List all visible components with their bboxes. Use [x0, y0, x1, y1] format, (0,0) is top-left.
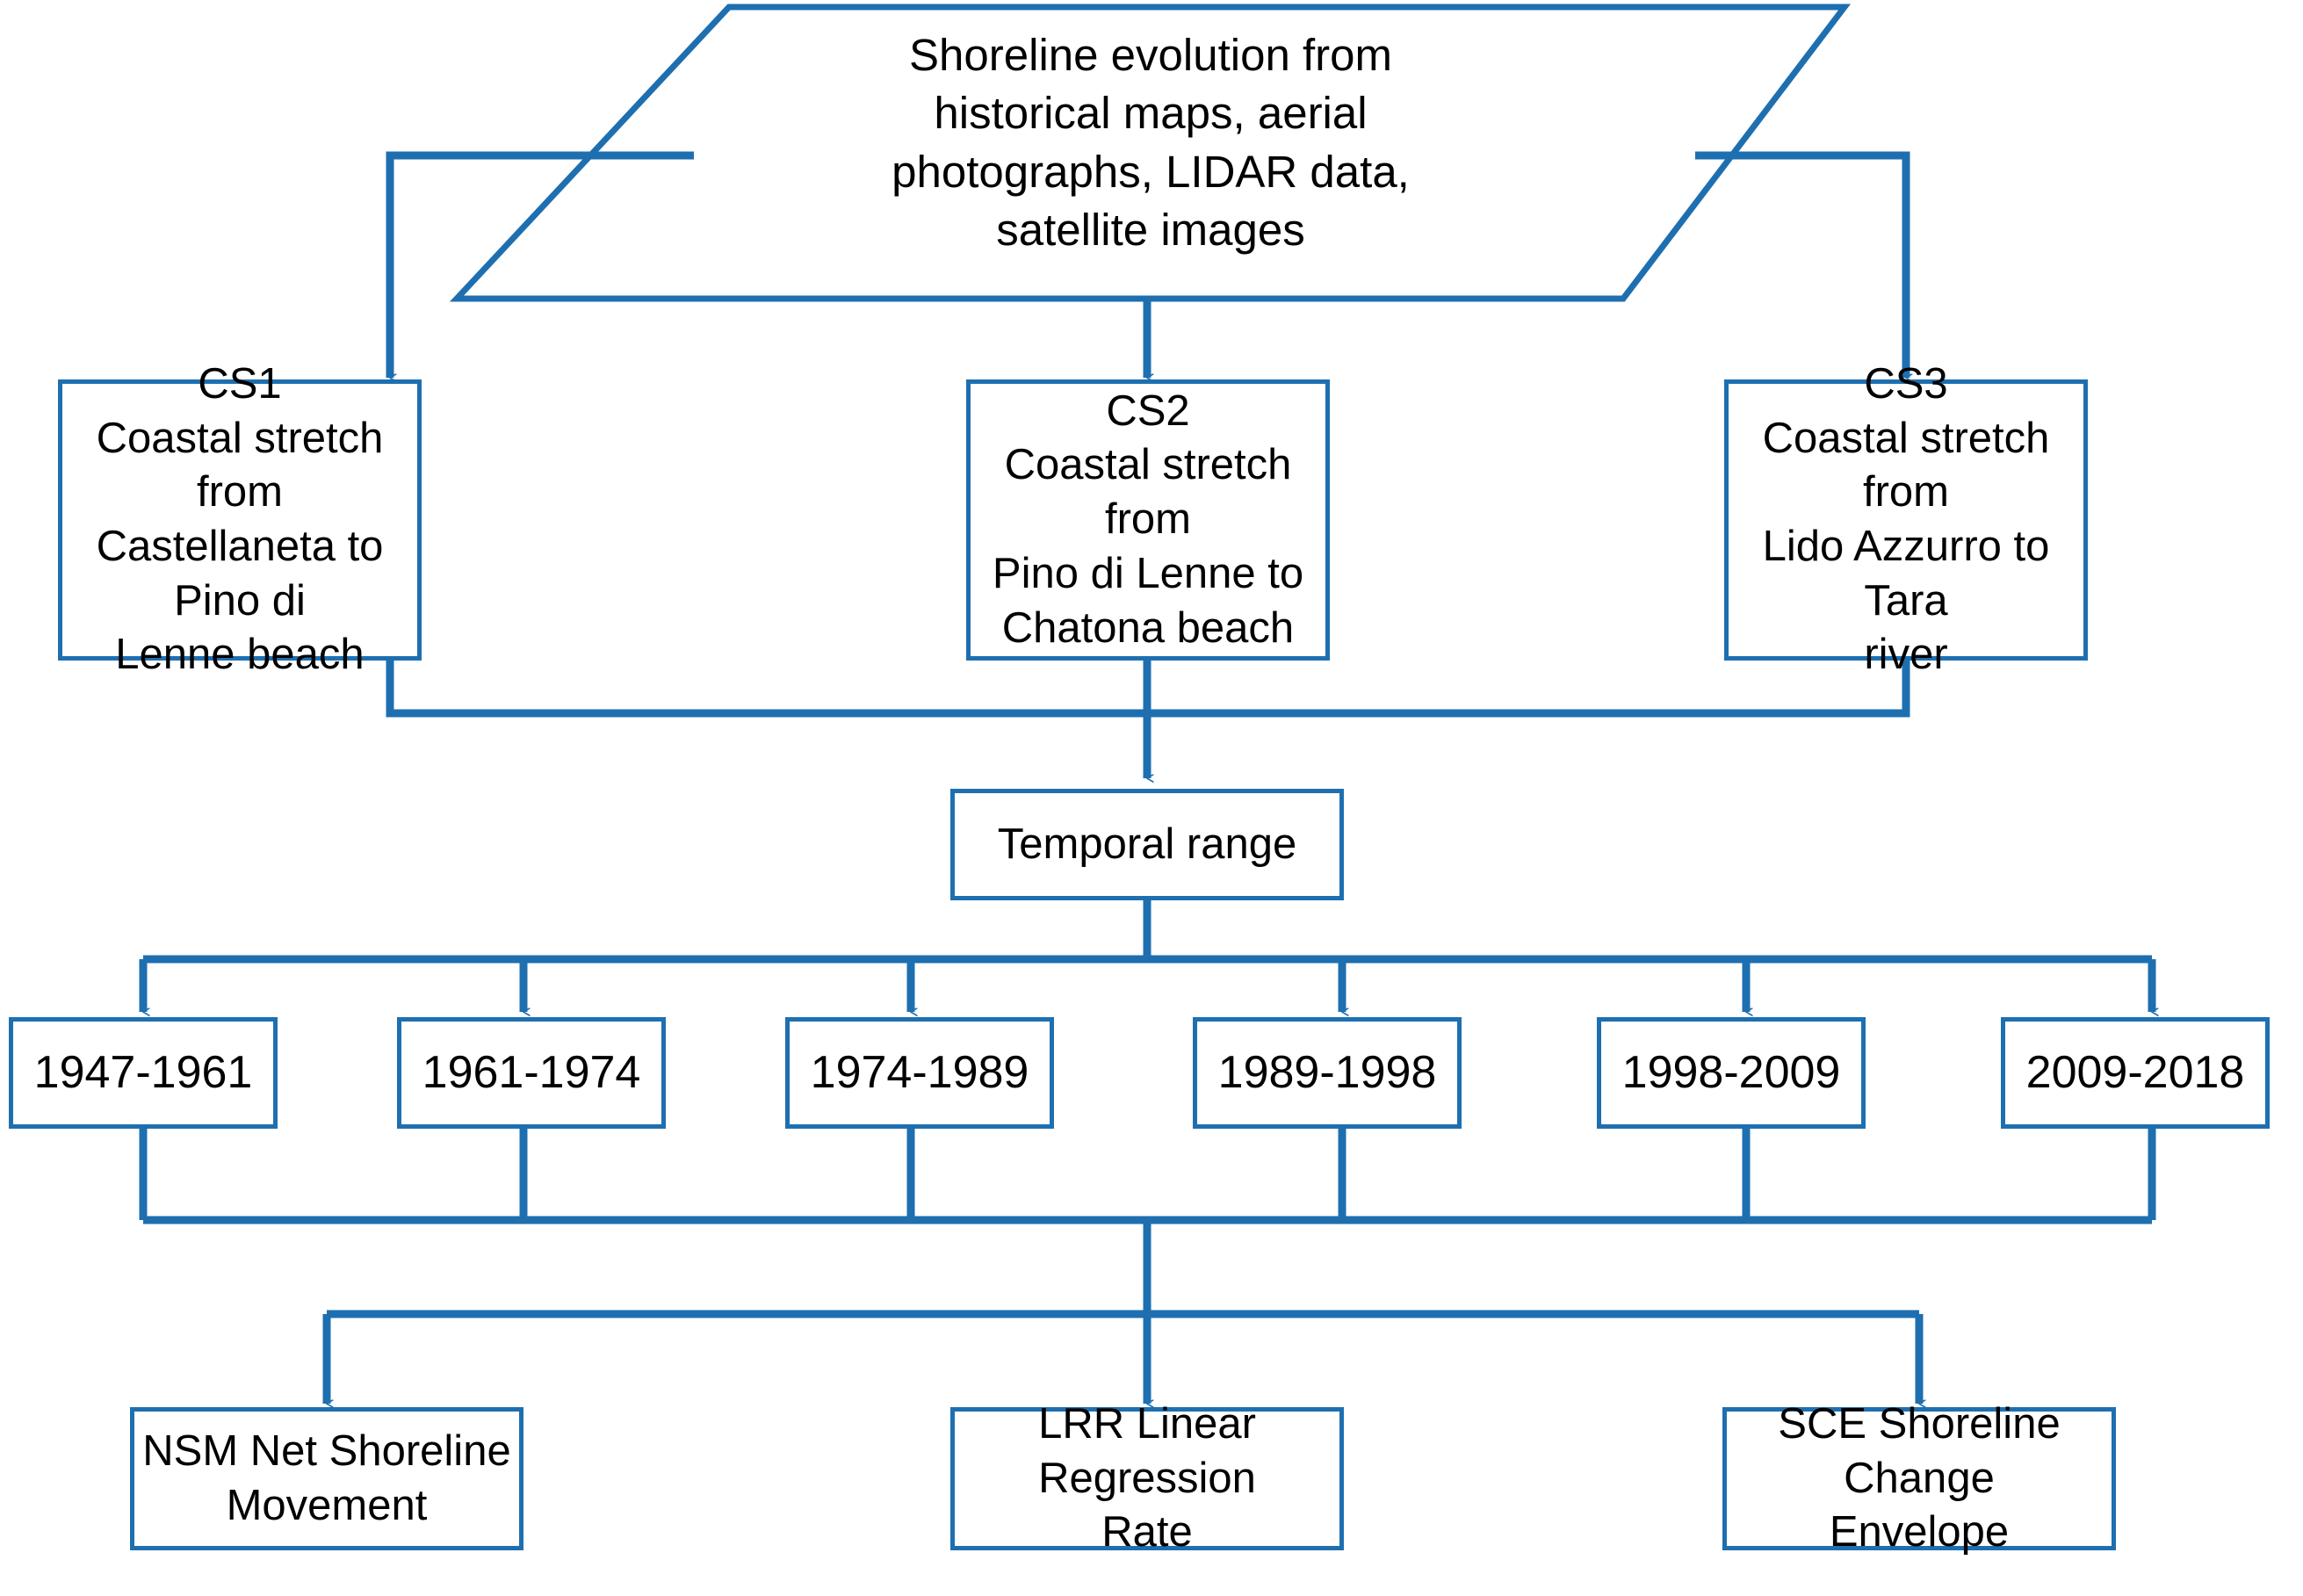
node-temporal-range-label: Temporal range — [997, 820, 1297, 868]
node-period-1947-1961[interactable]: 1947-1961 — [9, 1017, 278, 1129]
source-node-label: Shoreline evolution from historical maps… — [892, 30, 1410, 255]
node-period-1998-2009[interactable]: 1998-2009 — [1597, 1017, 1866, 1129]
node-period-1989-1998[interactable]: 1989-1998 — [1193, 1017, 1462, 1129]
source-parallelogram-outline — [449, 4, 1852, 302]
node-method-lrr[interactable]: LRR Linear Regression Rate — [950, 1400, 1344, 1556]
node-method-nsm[interactable]: NSM Net Shoreline Movement — [130, 1407, 523, 1550]
node-temporal-range[interactable]: Temporal range — [950, 789, 1344, 900]
node-coastal-stretch-cs2[interactable]: CS2 Coastal stretch from Pino di Lenne t… — [966, 379, 1330, 661]
node-coastal-stretch-cs1-label: CS1 Coastal stretch from Castellaneta to… — [96, 359, 384, 679]
node-period-1947-1961-label: 1947-1961 — [33, 1046, 253, 1098]
node-coastal-stretch-cs3[interactable]: CS3 Coastal stretch from Lido Azzurro to… — [1724, 360, 2088, 678]
node-method-nsm-label: NSM Net Shoreline Movement — [142, 1426, 511, 1529]
node-method-sce[interactable]: SCE Shoreline Change Envelope — [1722, 1400, 2116, 1556]
node-period-1998-2009-label: 1998-2009 — [1621, 1046, 1841, 1098]
node-period-1961-1974-label: 1961-1974 — [422, 1046, 641, 1098]
node-period-1961-1974[interactable]: 1961-1974 — [397, 1017, 666, 1129]
node-period-1989-1998-label: 1989-1998 — [1217, 1046, 1437, 1098]
node-method-lrr-label: LRR Linear Regression Rate — [1038, 1399, 1256, 1556]
node-coastal-stretch-cs1[interactable]: CS1 Coastal stretch from Castellaneta to… — [58, 360, 422, 678]
node-period-1974-1989[interactable]: 1974-1989 — [785, 1017, 1054, 1129]
node-coastal-stretch-cs2-label: CS2 Coastal stretch from Pino di Lenne t… — [992, 386, 1304, 652]
edge-source-to-cs1 — [386, 151, 694, 378]
edge-source-to-cs3 — [1695, 151, 1906, 378]
node-period-2009-2018-label: 2009-2018 — [2025, 1046, 2245, 1098]
node-coastal-stretch-cs3-label: CS3 Coastal stretch from Lido Azzurro to… — [1762, 359, 2050, 679]
node-period-2009-2018[interactable]: 2009-2018 — [2001, 1017, 2270, 1129]
node-period-1974-1989-label: 1974-1989 — [810, 1046, 1029, 1098]
node-method-sce-label: SCE Shoreline Change Envelope — [1778, 1399, 2061, 1556]
